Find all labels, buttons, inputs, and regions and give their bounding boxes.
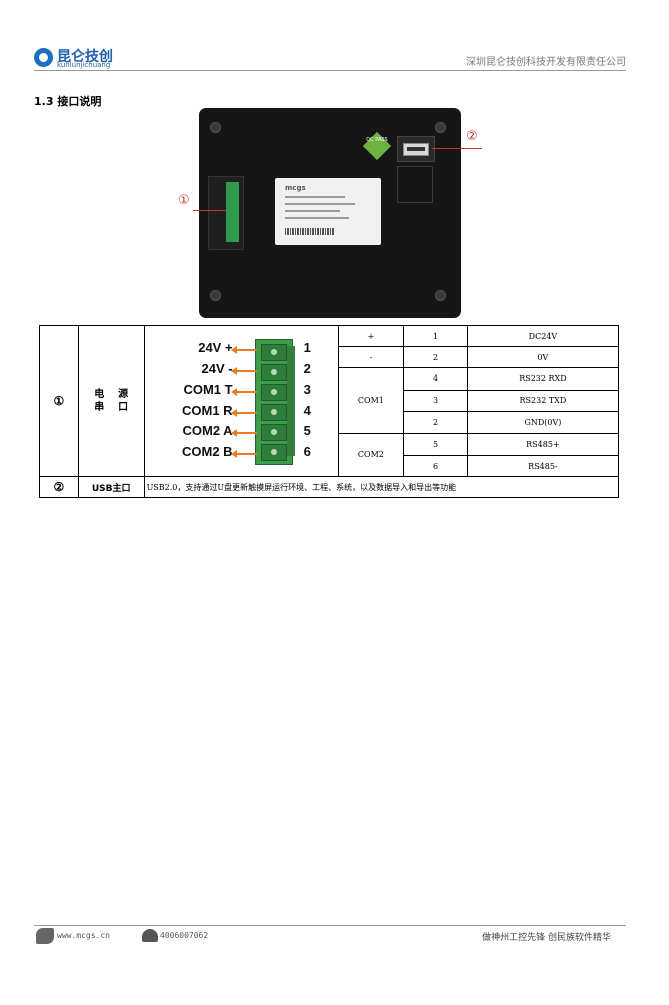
company-name: 深圳昆仑技创科技开发有限责任公司 (466, 57, 626, 68)
pin-number: 5 (303, 423, 311, 438)
arrow-left-icon (230, 450, 257, 458)
screw-icon (435, 290, 446, 301)
callout-1-leader (193, 210, 226, 211)
desc-cell: 0V (466, 346, 620, 368)
usb-description: USB2.0，支持通过U盘更新触摸屏运行环境、工程、系统，以及数据导入和导出等功… (143, 476, 620, 498)
logo-chinese: 昆仑技创 (57, 49, 113, 65)
label-line (285, 203, 355, 205)
web-icon (36, 928, 54, 944)
pin-number: 1 (303, 340, 311, 355)
pin-row: 24V + 1 (145, 339, 345, 359)
power-serial-terminal (208, 176, 244, 250)
logo-english: kunlunjichuang (57, 61, 111, 69)
footer-slogan: 做神州工控先锋 创民族软件精华 (482, 933, 611, 943)
row-marker-1: ① (39, 325, 79, 477)
device-back-photo: mcgs QC PASS (199, 108, 461, 318)
screw-icon (210, 290, 221, 301)
terminal-block-icon (226, 182, 239, 242)
pin-row: 24V - 2 (145, 360, 345, 380)
connector-tab (286, 346, 295, 456)
arrow-left-icon (230, 388, 257, 396)
label-brand: mcgs (285, 184, 306, 192)
section-title: 1.3 接口说明 (34, 95, 102, 108)
desc-cell: GND(0V) (466, 410, 620, 434)
header-divider (34, 70, 626, 71)
terminal-slot (260, 364, 287, 381)
pin-cell: 2 (403, 410, 468, 434)
qc-pass-text: QC PASS (366, 137, 388, 143)
pin-number: 3 (303, 382, 311, 397)
callout-1: ① (178, 193, 190, 208)
pin-label: 24V - (201, 361, 233, 376)
terminal-slot (260, 384, 287, 401)
group-com2: COM2 (337, 432, 405, 477)
footer-divider (34, 925, 626, 926)
screw-icon (435, 122, 446, 133)
barcode-icon (285, 228, 335, 235)
row-marker-2: ② (39, 476, 79, 498)
footer-phone: 4006007062 (160, 931, 209, 940)
pin-number: 6 (303, 444, 311, 459)
pin-label: COM2 A (182, 423, 233, 438)
screw-icon (210, 122, 221, 133)
pin-label: COM1 R (182, 403, 233, 418)
desc-cell: RS485+ (466, 432, 620, 456)
desc-cell: RS232 TXD (466, 389, 620, 412)
label-line (285, 210, 340, 212)
connector-diagram: 24V + 1 24V - 2 COM1 T 3 COM1 R (143, 325, 339, 477)
product-label: mcgs (275, 178, 381, 245)
pin-row: COM1 T 3 (145, 381, 345, 401)
pin-cell: 5 (403, 432, 468, 456)
terminal-slot (260, 424, 287, 441)
pin-label: COM2 B (182, 444, 233, 459)
pin-row: COM1 R 4 (145, 402, 345, 422)
logo-mark-icon (34, 48, 53, 67)
arrow-left-icon (230, 346, 257, 354)
interface-table: ① 电 源 串 口 24V + 1 (39, 325, 620, 498)
label-line (285, 196, 345, 198)
pin-label: COM1 T (183, 382, 233, 397)
pin-cell: 4 (403, 367, 468, 391)
pin-cell: 6 (403, 455, 468, 477)
pin-label: 24V + (198, 340, 233, 355)
row-name-power-serial: 电 源 串 口 (77, 325, 145, 477)
terminal-slot (260, 404, 287, 421)
group-com1: COM1 (337, 367, 405, 434)
arrow-left-icon (230, 429, 257, 437)
pin-cell: 3 (403, 389, 468, 412)
pin-cell: 1 (403, 325, 468, 347)
arrow-left-icon (230, 409, 257, 417)
terminal-slot (260, 344, 287, 361)
row-name-usb: USB主口 (77, 476, 145, 498)
pin-row: COM2 A 5 (145, 422, 345, 442)
pin-cell: 2 (403, 346, 468, 368)
desc-cell: RS485- (466, 455, 620, 477)
usb-port-inner (407, 147, 425, 151)
signal-cell: + (337, 325, 405, 347)
pin-row: COM2 B 6 (145, 443, 345, 463)
callout-2-leader (432, 148, 482, 149)
company-logo: 昆仑技创 kunlunjichuang (34, 46, 114, 72)
port-cover (397, 166, 433, 203)
pin-number: 2 (303, 361, 311, 376)
desc-cell: DC24V (466, 325, 620, 347)
footer-website: www.mcgs.cn (57, 931, 110, 940)
label-line (285, 217, 349, 219)
desc-cell: RS232 RXD (466, 367, 620, 391)
signal-cell: - (337, 346, 405, 368)
pin-number: 4 (303, 403, 311, 418)
phone-icon (142, 929, 158, 942)
terminal-slot (260, 444, 287, 461)
callout-2: ② (466, 129, 478, 144)
arrow-left-icon (230, 367, 257, 375)
usb-port-icon (403, 143, 429, 156)
usb-host-port (397, 136, 435, 162)
